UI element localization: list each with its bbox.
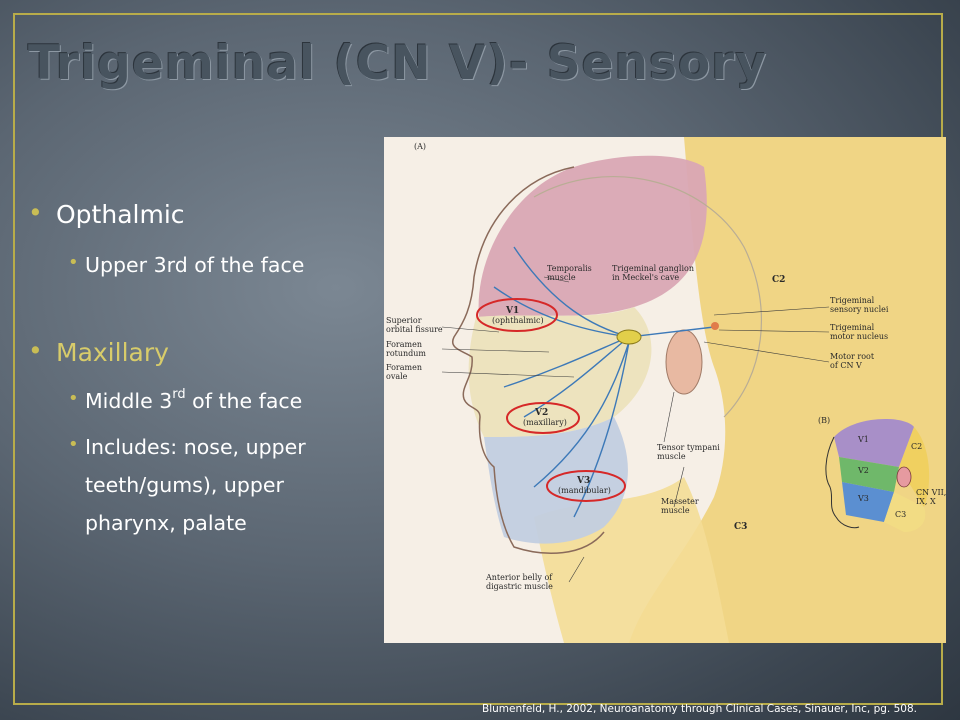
bullet-dot-icon: • <box>28 198 43 227</box>
digastric-label-2: digastric muscle <box>486 582 553 591</box>
trigeminal-anatomy-figure: (A) Temporalis muscle Trigeminal ganglio… <box>384 137 946 643</box>
v2-highlight-circle <box>506 402 580 434</box>
bullet-maxillary-sub2-line3: pharynx, palate <box>85 511 247 535</box>
temporalis-label-2: muscle <box>547 273 576 282</box>
inset-dermatome-map: (B) V1 V2 V3 C2 C3 CN VII, IX, X <box>818 416 946 532</box>
motor-root-label: Motor root <box>830 352 875 361</box>
nerve-branches <box>493 246 715 518</box>
bullet-dot-icon: • <box>28 336 43 365</box>
inset-cn-label-2: IX, X <box>916 497 936 506</box>
motor-root-label-2: of CN V <box>830 361 862 370</box>
skull-outline <box>533 176 762 418</box>
inset-c2-zone <box>899 427 930 507</box>
inset-c3-zone <box>884 492 926 532</box>
v2-name-label: (maxillary) <box>523 418 567 427</box>
bullet-ophthalmic: •Opthalmic <box>28 198 185 229</box>
digastric-label: Anterior belly of <box>485 573 553 582</box>
inset-cn-label: CN VII, <box>916 488 946 497</box>
c2-label: C2 <box>772 275 785 285</box>
ophthalmic-region <box>478 155 707 317</box>
panel-a-label: (A) <box>414 142 426 151</box>
temporalis-label: Temporalis <box>547 264 592 273</box>
face-profile <box>451 166 605 554</box>
v3-name-label: (mandibular) <box>558 486 611 495</box>
inset-v2-label: V2 <box>857 466 869 475</box>
bullet-maxillary-sub2-line2: teeth/gums), upper <box>85 473 284 497</box>
motor-nucleus-label: Trigeminal <box>830 323 875 332</box>
rotundum-label-2: rotundum <box>386 349 426 358</box>
slide-title: Trigeminal (CN V)- Sensory <box>28 36 768 91</box>
inset-v3-label: V3 <box>857 494 869 503</box>
citation: Blumenfeld, H., 2002, Neuroanatomy throu… <box>482 703 917 715</box>
ovale-label: Foramen <box>386 363 422 372</box>
sensory-nuclei-label-2: sensory nuclei <box>830 305 889 314</box>
maxillary-region <box>468 307 652 437</box>
inset-ear <box>896 466 912 488</box>
bullet-dot-icon: • <box>68 388 79 409</box>
tensor-tympani-label: Tensor tympani <box>657 443 720 452</box>
tensor-tympani-label-2: muscle <box>657 452 686 461</box>
bullet-dot-icon: • <box>68 252 79 273</box>
superior-orbital-label-2: orbital fissure <box>386 325 443 334</box>
bullet-dot-icon: • <box>68 434 79 455</box>
inset-v2-zone <box>839 457 899 492</box>
v3-label: V3 <box>576 476 590 486</box>
superior-orbital-label: Superior <box>386 316 422 325</box>
panel-b-label: (B) <box>818 416 830 425</box>
masseter-label: Masseter <box>661 497 699 506</box>
ovale-label-2: ovale <box>386 372 408 381</box>
ear <box>665 329 703 395</box>
leader-lines <box>441 276 830 583</box>
brainstem-nucleus <box>711 322 719 330</box>
v3-highlight-circle <box>546 470 626 502</box>
bullet-maxillary-sub2: •Includes: nose, upper <box>68 434 306 459</box>
bullet-maxillary: •Maxillary <box>28 336 169 367</box>
inset-face-outline <box>825 436 860 529</box>
v1-name-label: (ophthalmic) <box>492 316 544 325</box>
masseter-label-2: muscle <box>661 506 690 515</box>
inset-c2-label: C2 <box>911 442 922 451</box>
anatomy-illustration: (A) Temporalis muscle Trigeminal ganglio… <box>386 137 946 643</box>
bullet-maxillary-sub1: •Middle 3rd of the face <box>68 387 303 413</box>
inset-v1-label: V1 <box>857 435 869 444</box>
inset-v1-zone <box>834 418 914 467</box>
v1-highlight-circle <box>476 298 558 332</box>
mandibular-region <box>484 417 628 544</box>
rotundum-label: Foramen <box>386 340 422 349</box>
trigeminal-ganglion <box>616 329 642 345</box>
sensory-nuclei-label: Trigeminal <box>830 296 875 305</box>
inset-v3-zone <box>842 482 894 522</box>
inset-c3-label: C3 <box>895 510 906 519</box>
v1-label: V1 <box>505 306 519 316</box>
motor-nucleus-label-2: motor nucleus <box>830 332 888 341</box>
ganglion-label-2: in Meckel's cave <box>612 273 679 282</box>
v2-label: V2 <box>534 408 548 418</box>
bullet-ophthalmic-sub: •Upper 3rd of the face <box>68 252 305 277</box>
c3-label: C3 <box>734 522 747 532</box>
ganglion-label: Trigeminal ganglion <box>612 264 694 273</box>
